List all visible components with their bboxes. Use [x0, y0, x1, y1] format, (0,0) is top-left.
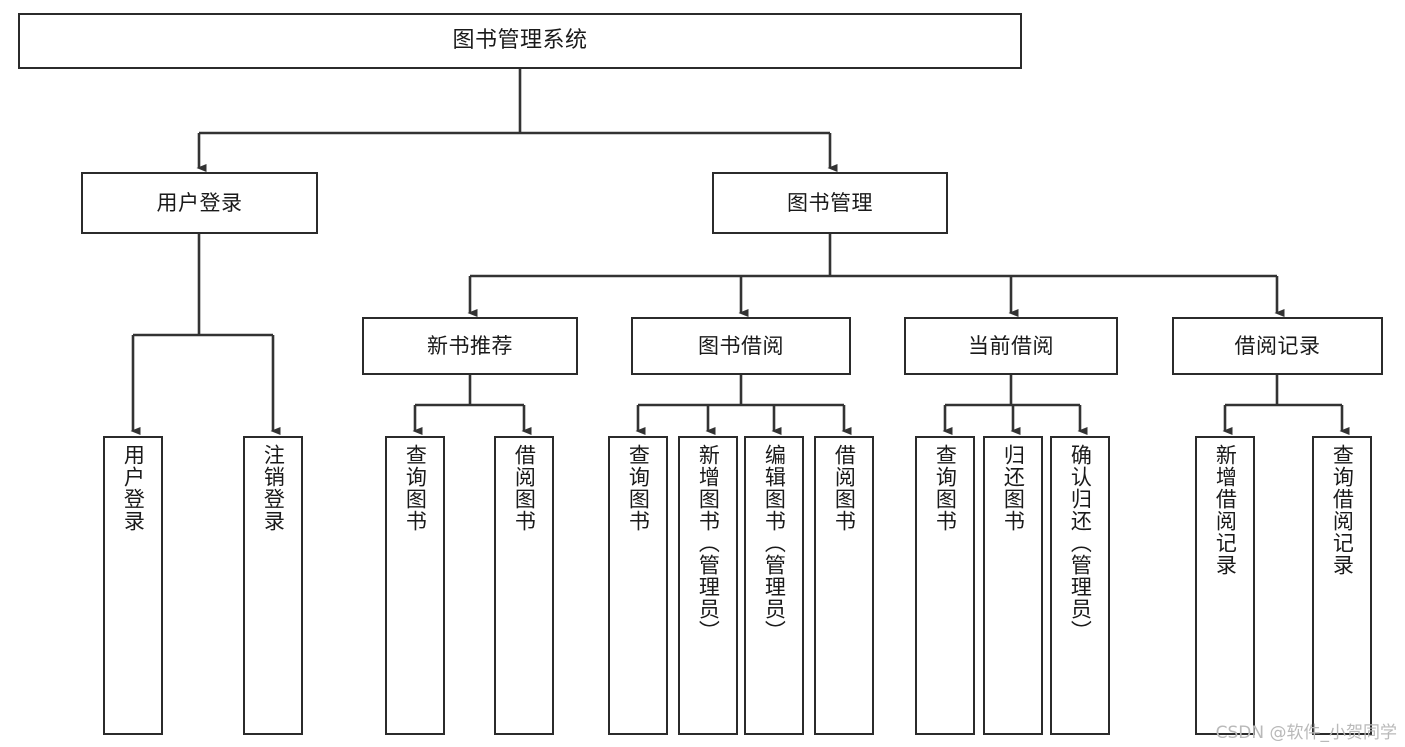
leaf-borrow-book[interactable]: 借阅图书	[814, 436, 874, 735]
leaf-edit-book-admin[interactable]: 编辑图书（管理员）	[744, 436, 804, 735]
node-label: 用户登录	[121, 444, 146, 532]
node-label: 查询借阅记录	[1330, 444, 1355, 576]
leaf-borrow-book-newbook[interactable]: 借阅图书	[494, 436, 554, 735]
node-book-management[interactable]: 图书管理	[712, 172, 948, 234]
node-new-book-recommend[interactable]: 新书推荐	[362, 317, 578, 375]
node-current-borrow[interactable]: 当前借阅	[904, 317, 1118, 375]
leaf-query-borrow-record[interactable]: 查询借阅记录	[1312, 436, 1372, 735]
node-borrow-record[interactable]: 借阅记录	[1172, 317, 1383, 375]
node-label: 当前借阅	[968, 333, 1054, 358]
node-label: 新增图书（管理员）	[696, 444, 721, 642]
leaf-query-book-current[interactable]: 查询图书	[915, 436, 975, 735]
node-label: 用户登录	[156, 190, 243, 215]
node-label: 编辑图书（管理员）	[762, 444, 787, 642]
node-label: 注销登录	[261, 444, 286, 532]
node-label: 借阅记录	[1234, 333, 1321, 358]
leaf-add-borrow-record[interactable]: 新增借阅记录	[1195, 436, 1255, 735]
node-user-login[interactable]: 用户登录	[81, 172, 318, 234]
node-root-system[interactable]: 图书管理系统	[18, 13, 1022, 69]
leaf-add-book-admin[interactable]: 新增图书（管理员）	[678, 436, 738, 735]
node-label: 图书管理系统	[452, 28, 588, 54]
leaf-confirm-return-admin[interactable]: 确认归还（管理员）	[1050, 436, 1110, 735]
node-label: 新书推荐	[427, 333, 513, 358]
node-label: 图书管理	[787, 190, 873, 215]
leaf-logout[interactable]: 注销登录	[243, 436, 303, 735]
node-label: 查询图书	[626, 444, 651, 532]
leaf-query-book-newbook[interactable]: 查询图书	[385, 436, 445, 735]
node-label: 借阅图书	[832, 444, 857, 532]
node-label: 查询图书	[933, 444, 958, 532]
leaf-return-book[interactable]: 归还图书	[983, 436, 1043, 735]
node-label: 新增借阅记录	[1213, 444, 1238, 576]
leaf-user-login[interactable]: 用户登录	[103, 436, 163, 735]
node-label: 确认归还（管理员）	[1068, 444, 1093, 642]
node-book-borrow[interactable]: 图书借阅	[631, 317, 851, 375]
node-label: 借阅图书	[512, 444, 537, 532]
node-label: 归还图书	[1001, 444, 1026, 532]
node-label: 查询图书	[403, 444, 428, 532]
csdn-watermark: CSDN @软件_小贺同学	[1215, 723, 1397, 743]
leaf-query-book-borrow[interactable]: 查询图书	[608, 436, 668, 735]
node-label: 图书借阅	[698, 333, 784, 358]
